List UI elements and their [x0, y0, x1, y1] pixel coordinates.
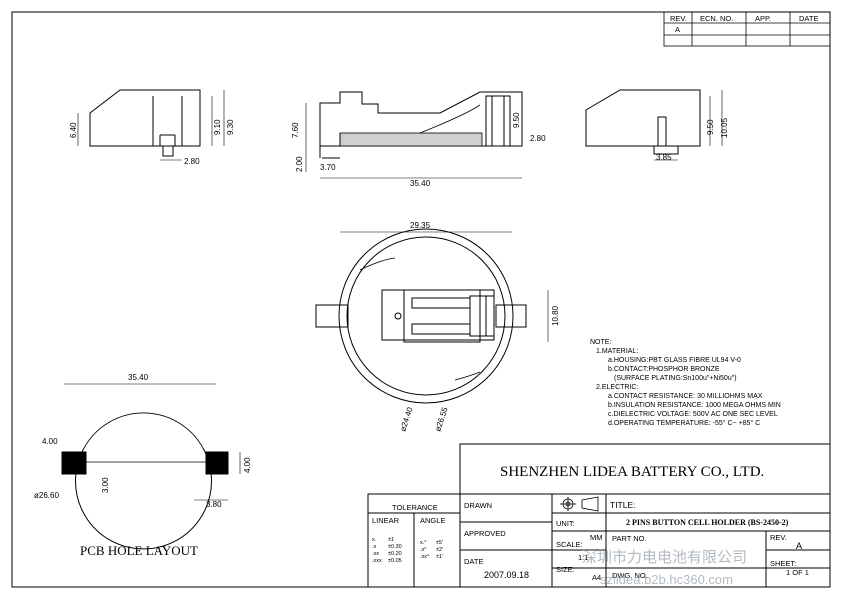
note-line-3: b.CONTACT:PHOSPHOR BRONZE [608, 366, 720, 373]
revision-table [663, 11, 831, 47]
note-line-8: c.DIELECTRIC VOLTAGE: 500V AC ONE SEC LE… [608, 411, 778, 418]
tolerance-linear-0-key: x. [372, 537, 377, 543]
tolerance-linear-1-val: ±0.30 [388, 544, 402, 550]
title-label: TITLE: [610, 500, 636, 510]
dim-side-right-pin: 3.85 [656, 153, 672, 162]
tolerance-linear-3-key: .xxx [372, 558, 382, 564]
projection-symbol [560, 496, 599, 512]
sheet-label: SHEET: [770, 559, 796, 568]
tolerance-linear-2-val: ±0.20 [388, 551, 402, 557]
size-value: A4 [592, 573, 601, 582]
dim-pcb-left-pad: 4.00 [42, 437, 58, 446]
tolerance-angle-0-key: x.° [420, 540, 426, 546]
tolerance-angle-0-val: ±5' [436, 540, 443, 546]
rev-header: REV. [670, 14, 687, 23]
tolerance-angle-2-val: ±1' [436, 554, 443, 560]
dim-pcb-right-pad: 4.00 [243, 457, 252, 473]
ecn-header: ECN. NO. [700, 14, 733, 23]
dim-side-left-c: 9.30 [226, 119, 235, 135]
dim-pcb-diameter: ø26.60 [34, 491, 59, 500]
size-label: SIZE: [556, 565, 575, 574]
dim-top-width: 29.35 [410, 221, 431, 230]
tolerance-angle-label: ANGLE [420, 516, 445, 525]
top-view [315, 228, 549, 404]
tolerance-linear-2-key: .xx [372, 551, 379, 557]
note-line-2: a.HOUSING:PBT GLASS FIBRE UL94 V-0 [608, 357, 741, 364]
dim-top-diameter-a: ø24.40 [398, 406, 414, 433]
company-name: SHENZHEN LIDEA BATTERY CO., LTD. [500, 464, 764, 480]
dim-front-pin-height: 2.00 [295, 156, 304, 172]
note-line-0: NOTE: [590, 339, 611, 346]
pcb-layout-title: PCB HOLE LAYOUT [80, 543, 198, 558]
tolerance-linear-1-key: .x [372, 544, 377, 550]
dim-side-right-b: 10.05 [720, 117, 729, 138]
approved-label: APPROVED [464, 529, 506, 538]
tolerance-header: TOLERANCE [392, 503, 438, 512]
note-line-9: d.OPERATING TEMPERATURE: -55° C~ +85° C [608, 419, 760, 427]
rev-row-value: A [675, 25, 680, 34]
scale-label: SCALE: [556, 540, 583, 549]
note-line-1: 1.MATERIAL: [596, 348, 638, 355]
tolerance-angle-2-key: .xx° [420, 554, 429, 560]
date-label: DATE [464, 557, 483, 566]
scale-value: 1:1 [578, 553, 588, 562]
dim-pcb-gap: 3.00 [101, 477, 110, 493]
side-view-left [77, 89, 225, 161]
tolerance-linear-label: LINEAR [372, 516, 400, 525]
pcb-layout [61, 383, 241, 550]
note-line-7: b.INSULATION RESISTANCE: 1000 MEGA OHMS … [608, 402, 781, 409]
dim-front-right-height: 9.50 [512, 112, 521, 128]
dim-front-offset: 3.70 [320, 163, 336, 172]
title-block [367, 443, 831, 588]
side-view-right [585, 89, 723, 161]
tolerance-angle-1-val: ±2' [436, 547, 443, 553]
dim-side-left-b: 9.10 [213, 119, 222, 135]
dim-front-length: 35.40 [410, 179, 431, 188]
watermark-chinese: 深圳市力电电池有限公司 [582, 549, 747, 566]
tolerance-linear-0-val: ±1 [388, 537, 394, 543]
dwg-no-label: DWG. NO. [612, 571, 648, 580]
dim-pcb-right-offset: 3.80 [206, 500, 222, 509]
unit-label: UNIT: [556, 519, 575, 528]
rev-value: A [796, 541, 802, 551]
note-line-4: (SURFACE PLATING:Sn100u"+Ni50u") [614, 375, 737, 382]
front-view [305, 91, 523, 179]
dim-pcb-length: 35.40 [128, 373, 149, 382]
part-no-label: PART NO. [612, 534, 647, 543]
dim-front-height: 7.60 [291, 122, 300, 138]
dim-front-right-width: 2.80 [530, 134, 546, 143]
drawn-label: DRAWN [464, 501, 492, 510]
tolerance-linear-3-val: ±0.05 [388, 558, 402, 564]
sheet-value: 1 OF 1 [786, 568, 809, 577]
unit-value: MM [590, 533, 603, 542]
dim-side-right-a: 9.50 [706, 119, 715, 135]
title-value: 2 PINS BUTTON CELL HOLDER (BS-2450-2) [626, 518, 789, 527]
dim-side-left-a: 6.40 [69, 122, 78, 138]
note-line-6: a.CONTACT RESISTANCE: 30 MILLIOHMS MAX [608, 393, 763, 400]
dim-top-diameter-b: ø26.55 [433, 406, 449, 433]
watermark-url: szlidea.b2b.hc360.com [600, 572, 733, 587]
note-line-5: 2.ELECTRIC: [596, 384, 638, 391]
date-header: DATE [799, 14, 818, 23]
tolerance-angle-1-key: .x° [420, 547, 426, 553]
dim-top-height: 10.80 [551, 305, 560, 326]
app-header: APP. [755, 14, 771, 23]
dim-side-left-pin: 2.80 [184, 157, 200, 166]
rev-label: REV. [770, 533, 787, 542]
date-value: 2007.09.18 [484, 570, 529, 580]
